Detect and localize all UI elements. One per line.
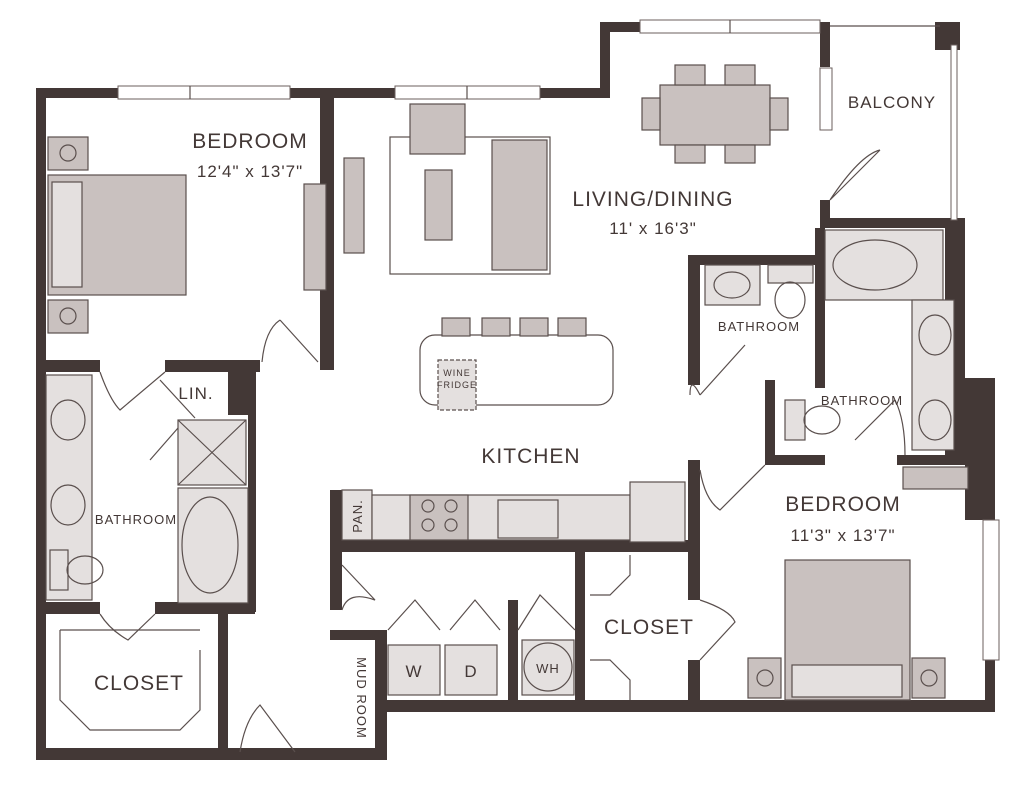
bedroom1-label: BEDROOM xyxy=(192,130,308,153)
room-labels: BEDROOM 12'4" x 13'7" LIVING/DINING 11' … xyxy=(94,93,936,739)
bedroom1-size: 12'4" x 13'7" xyxy=(197,162,303,181)
kitchen-label: KITCHEN xyxy=(481,445,580,468)
wine-fridge-label-2: FRIDGE xyxy=(437,380,477,390)
doors xyxy=(99,149,906,753)
linen-label: LIN. xyxy=(178,384,213,403)
living-size: 11' x 16'3" xyxy=(609,219,696,238)
windows xyxy=(117,19,1000,661)
closet-right-label: CLOSET xyxy=(604,616,694,639)
wine-fridge-label-1: WINE xyxy=(443,368,471,378)
bath-left-label: BATHROOM xyxy=(95,512,177,527)
balcony-label: BALCONY xyxy=(848,93,936,112)
walls xyxy=(36,22,995,760)
bedroom2-label: BEDROOM xyxy=(785,493,901,516)
bath-mid-label: BATHROOM xyxy=(821,393,903,408)
water-heater-label: WH xyxy=(536,661,560,676)
closet-left-label: CLOSET xyxy=(94,672,184,695)
bedroom2-size: 11'3" x 13'7" xyxy=(791,526,896,545)
furniture xyxy=(45,64,969,731)
dryer-label: D xyxy=(464,662,477,681)
pantry-label: PAN. xyxy=(350,499,365,532)
washer-label: W xyxy=(405,662,422,681)
living-label: LIVING/DINING xyxy=(572,188,733,211)
mudroom-label: MUD ROOM xyxy=(354,657,369,739)
bath-top-label: BATHROOM xyxy=(718,319,800,334)
